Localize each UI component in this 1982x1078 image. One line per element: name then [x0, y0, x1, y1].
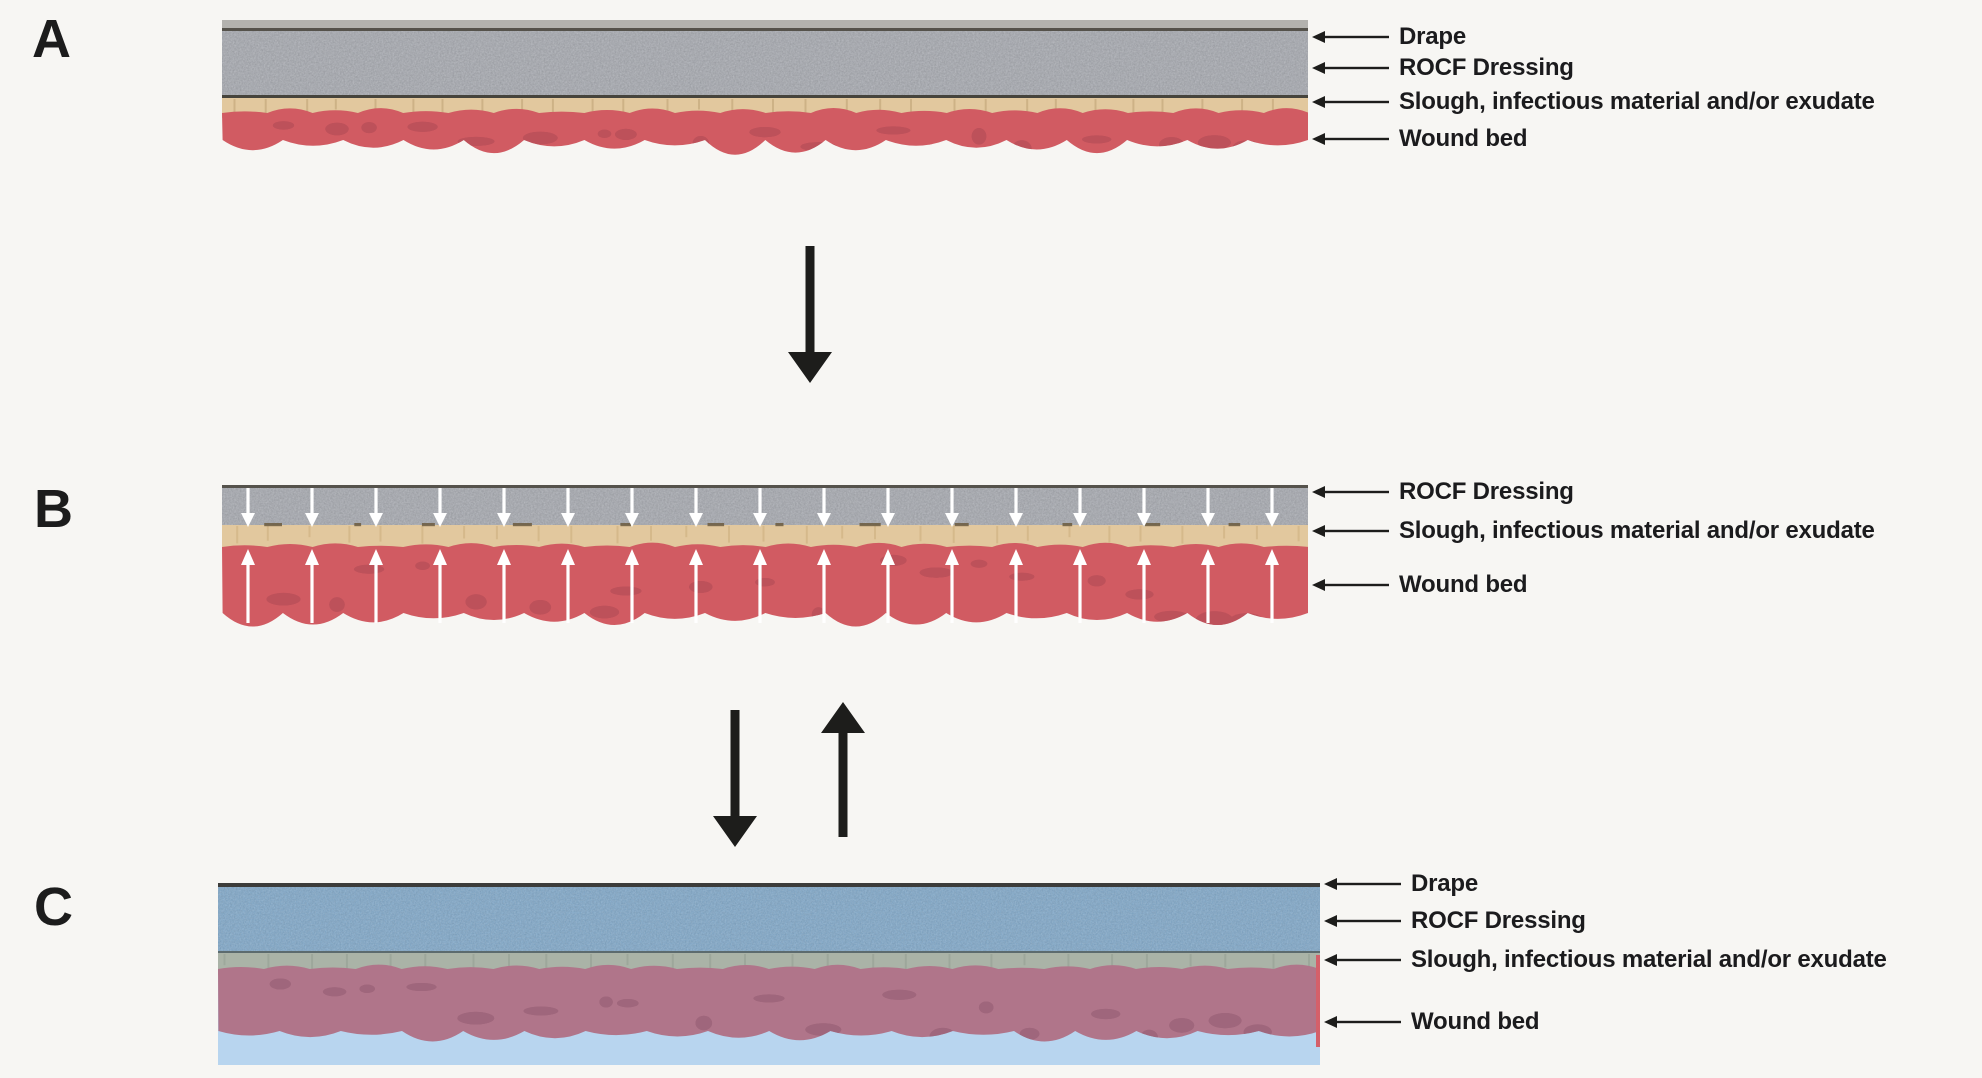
layer-label: Drape: [1411, 870, 1479, 897]
pressure-flow-arrows: [241, 488, 1279, 623]
layer-label: Slough, infectious material and/or exuda…: [1399, 517, 1875, 544]
foam-speckle: [222, 31, 1308, 95]
up-arrow-icon: [821, 702, 865, 837]
left-arrow-icon: [1312, 31, 1389, 43]
foam-speckle: [222, 488, 1308, 525]
down-arrow-icon: [713, 710, 757, 847]
slough-cracks: [236, 526, 1300, 544]
panel-b-letter: B: [34, 479, 73, 539]
slough-cracks: [223, 954, 1310, 972]
panel-c-letter: C: [34, 877, 73, 937]
left-arrow-icon: [1312, 579, 1389, 591]
annotation-drape-c: Drape: [1324, 870, 1479, 897]
layer-label: ROCF Dressing: [1411, 907, 1586, 934]
wound-bed-layer: [218, 964, 1320, 1042]
annotation-slough-b: Slough, infectious material and/or exuda…: [1312, 517, 1875, 544]
layer-label: Wound bed: [1399, 571, 1528, 598]
layer-label: Drape: [1399, 23, 1467, 50]
wound-texture: [269, 978, 1272, 1042]
layer-label: Wound bed: [1411, 1008, 1540, 1035]
panel-a-letter: A: [32, 9, 71, 69]
wound-cut-edge: [1316, 955, 1320, 1047]
annotation-wound-b: Wound bed: [1312, 571, 1528, 598]
drape-line: [222, 485, 1308, 488]
annotation-slough-a: Slough, infectious material and/or exuda…: [1312, 88, 1875, 115]
layer-label: Slough, infectious material and/or exuda…: [1411, 946, 1887, 973]
left-arrow-icon: [1312, 525, 1389, 537]
boundary-debris: [264, 523, 1241, 527]
down-arrow-icon: [788, 246, 832, 383]
left-arrow-icon: [1324, 1016, 1401, 1028]
annotation-wound-a: Wound bed: [1312, 125, 1528, 152]
annotation-slough-c: Slough, infectious material and/or exuda…: [1324, 946, 1887, 973]
annotation-rocf-c: ROCF Dressing: [1324, 907, 1586, 934]
panel-a-diagram: [222, 20, 1308, 155]
left-arrow-icon: [1312, 96, 1389, 108]
annotation-drape-a: Drape: [1312, 23, 1467, 50]
left-arrow-icon: [1324, 878, 1401, 890]
foam-speckle: [218, 887, 1320, 951]
foam-bottom-line: [222, 95, 1308, 98]
drape-line: [222, 28, 1308, 31]
annotation-rocf-b: ROCF Dressing: [1312, 478, 1574, 505]
left-arrow-icon: [1312, 62, 1389, 74]
annotation-wound-c: Wound bed: [1324, 1008, 1540, 1035]
left-arrow-icon: [1324, 915, 1401, 927]
left-arrow-icon: [1312, 133, 1389, 145]
foam-bottom-line: [218, 951, 1320, 954]
panel-b-diagram: [222, 485, 1308, 627]
left-arrow-icon: [1324, 954, 1401, 966]
panel-c-diagram: [218, 883, 1320, 1065]
layer-label: ROCF Dressing: [1399, 54, 1574, 81]
layer-label: Slough, infectious material and/or exuda…: [1399, 88, 1875, 115]
slough-layer: [222, 525, 1308, 547]
drape-layer: [222, 20, 1308, 28]
drape-line: [218, 883, 1320, 887]
slough-cracks: [233, 99, 1274, 116]
layer-label: Wound bed: [1399, 125, 1528, 152]
annotation-rocf-a: ROCF Dressing: [1312, 54, 1574, 81]
left-arrow-icon: [1312, 486, 1389, 498]
layer-label: ROCF Dressing: [1399, 478, 1574, 505]
